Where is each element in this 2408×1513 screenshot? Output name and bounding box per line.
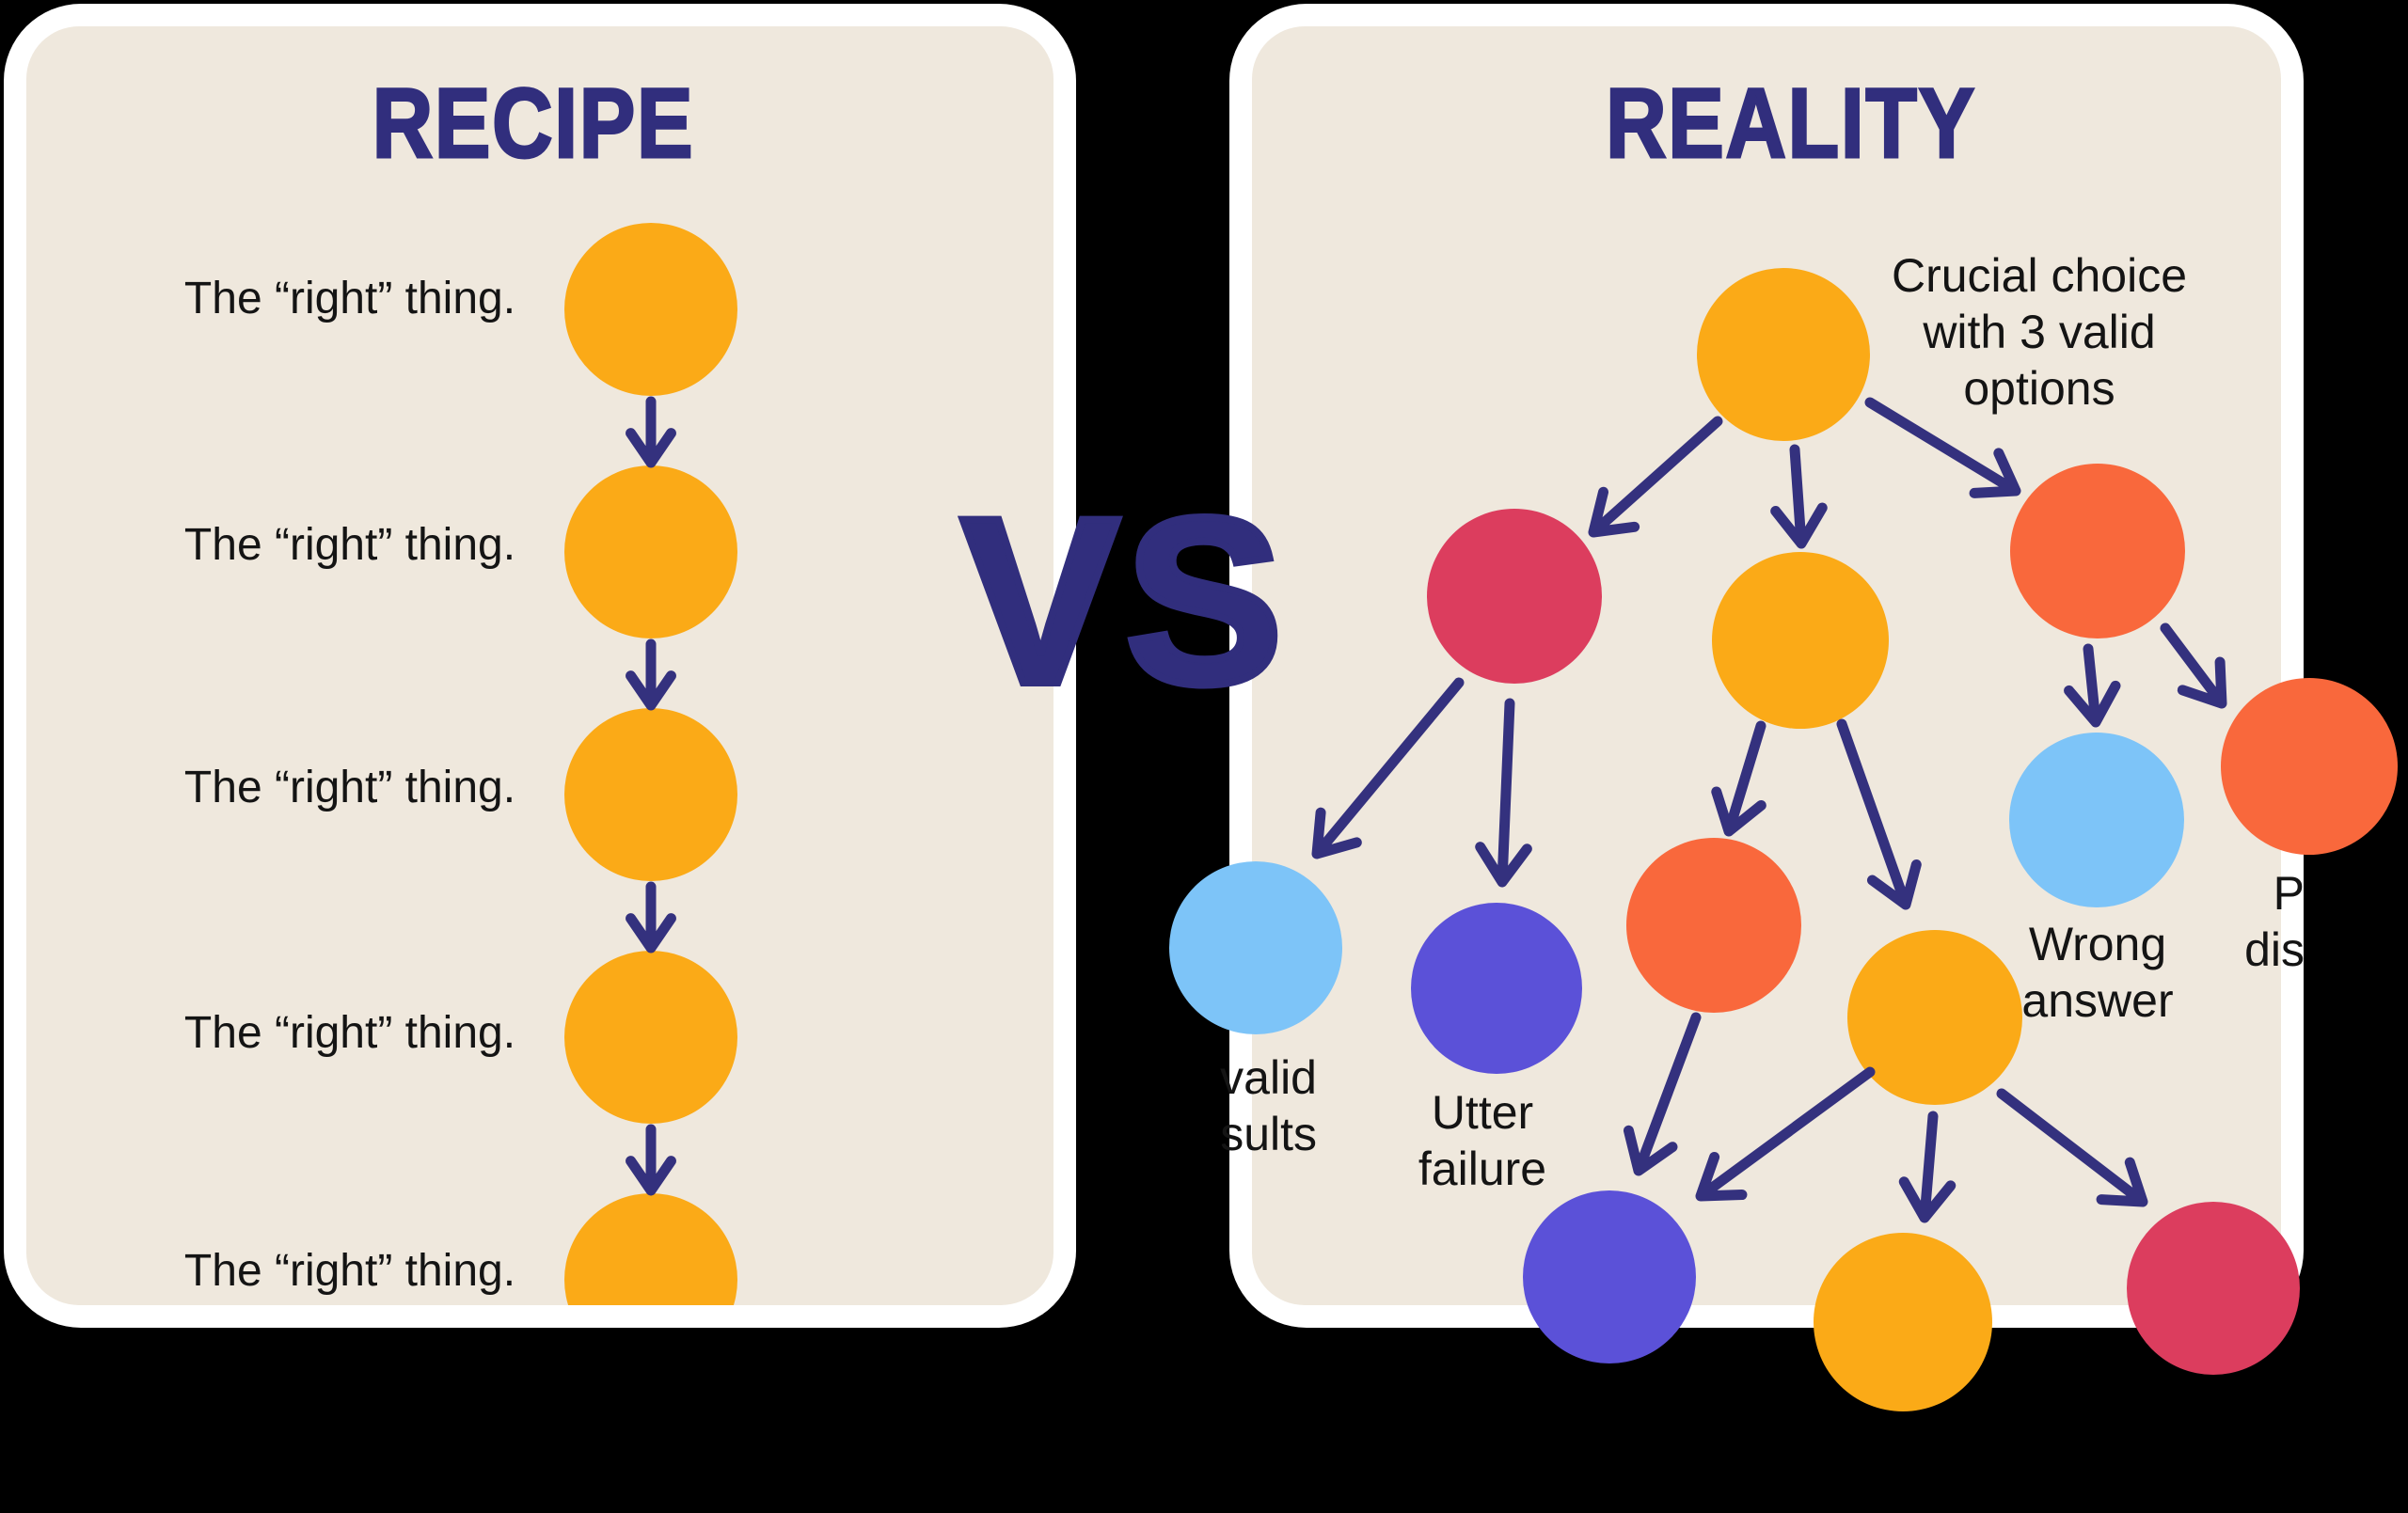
- reality-node-orange-mid: [1712, 552, 1889, 729]
- recipe-step-label-4: The “right” thing.: [183, 1008, 516, 1058]
- reality-node-crimson-bottom: [2127, 1202, 2300, 1375]
- recipe-panel: [4, 4, 1076, 1328]
- recipe-step-circle-1: [564, 223, 737, 396]
- vs-text: VS: [958, 469, 1290, 733]
- recipe-step-circle-2: [564, 465, 737, 638]
- reality-node-crimson-mid: [1427, 509, 1602, 684]
- reality-title: REALITY: [1605, 68, 1976, 181]
- recipe-step-label-2: The “right” thing.: [183, 520, 516, 570]
- recipe-flow-clip: [26, 26, 1054, 1305]
- reality-node-valid-results: [1169, 861, 1342, 1034]
- reality-node-purple-bottom: [1523, 1190, 1696, 1363]
- recipe-step-label-1: The “right” thing.: [183, 274, 516, 323]
- reality-node-choice: [1697, 268, 1870, 441]
- reality-node-wrong-answer: [2009, 733, 2184, 907]
- reality-node-tomato-right: [2010, 464, 2185, 638]
- recipe-step-circle-4: [564, 951, 737, 1124]
- reality-node-orange-bottom: [1814, 1233, 1992, 1411]
- recipe-step-circle-3: [564, 708, 737, 881]
- recipe-step-label-5: The “right” thing.: [183, 1246, 516, 1296]
- reality-node-orange-low: [1847, 930, 2022, 1105]
- reality-node-utter-failure: [1411, 903, 1582, 1074]
- recipe-panel-background: [26, 26, 1054, 1305]
- reality-node-p-dis: [2221, 678, 2398, 855]
- recipe-title: RECIPE: [371, 68, 695, 181]
- reality-node-tomato-low: [1626, 838, 1801, 1013]
- recipe-step-label-3: The “right” thing.: [183, 763, 516, 812]
